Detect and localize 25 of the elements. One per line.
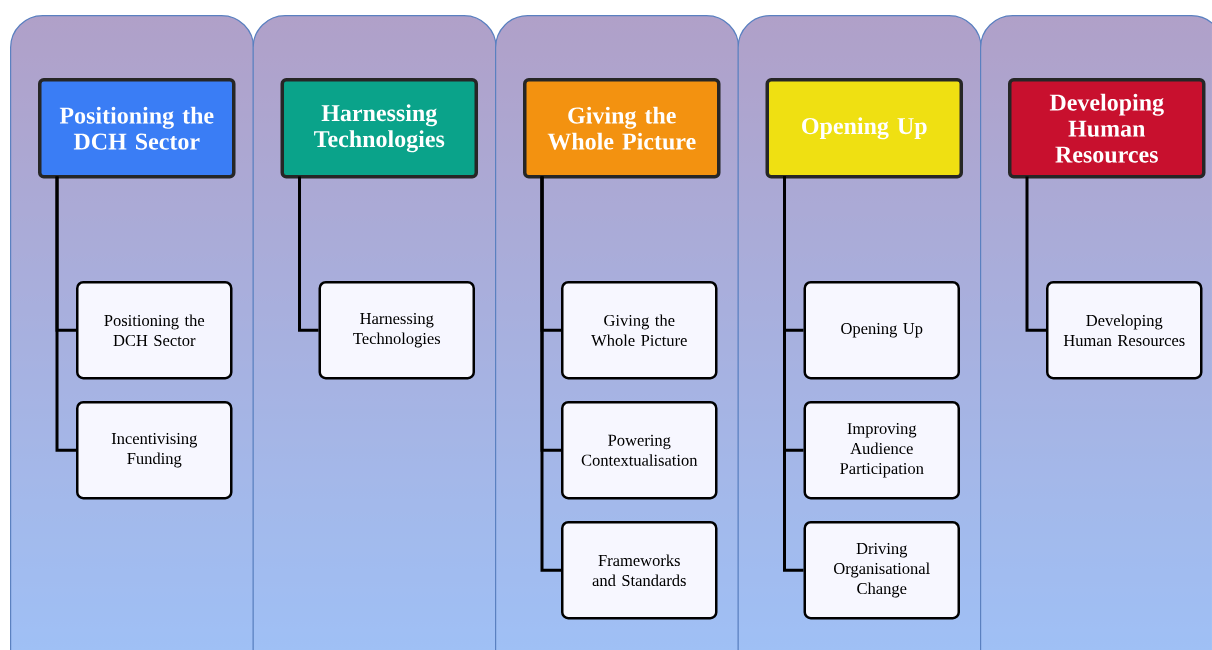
item-box: Harnessing Technologies bbox=[318, 281, 475, 380]
connector-line bbox=[55, 176, 76, 452]
connector-line bbox=[783, 176, 804, 572]
item-box: Opening Up bbox=[803, 281, 960, 380]
heading-box: Harnessing Technologies bbox=[280, 78, 478, 179]
column-panel bbox=[980, 15, 1212, 650]
connector-line bbox=[1025, 176, 1046, 332]
item-box: Incentivising Funding bbox=[76, 401, 233, 500]
item-box: Improving Audience Participation bbox=[803, 401, 960, 500]
column-panel bbox=[495, 15, 740, 650]
heading-box: Positioning the DCH Sector bbox=[38, 78, 236, 179]
column-panel bbox=[10, 15, 255, 650]
item-box: Developing Human Resources bbox=[1046, 281, 1203, 380]
heading-box: Opening Up bbox=[765, 78, 963, 179]
item-box: Driving Organisational Change bbox=[803, 521, 960, 620]
item-box: Positioning the DCH Sector bbox=[76, 281, 233, 380]
item-box: Giving the Whole Picture bbox=[561, 281, 718, 380]
column-panel bbox=[252, 15, 497, 650]
connector-line bbox=[298, 176, 319, 332]
item-box: Frameworks and Standards bbox=[561, 521, 718, 620]
connector-line bbox=[540, 176, 561, 572]
heading-box: Developing Human Resources bbox=[1008, 78, 1206, 179]
item-box: Powering Contextualisation bbox=[561, 401, 718, 500]
column-panel bbox=[737, 15, 982, 650]
heading-box: Giving the Whole Picture bbox=[523, 78, 721, 179]
